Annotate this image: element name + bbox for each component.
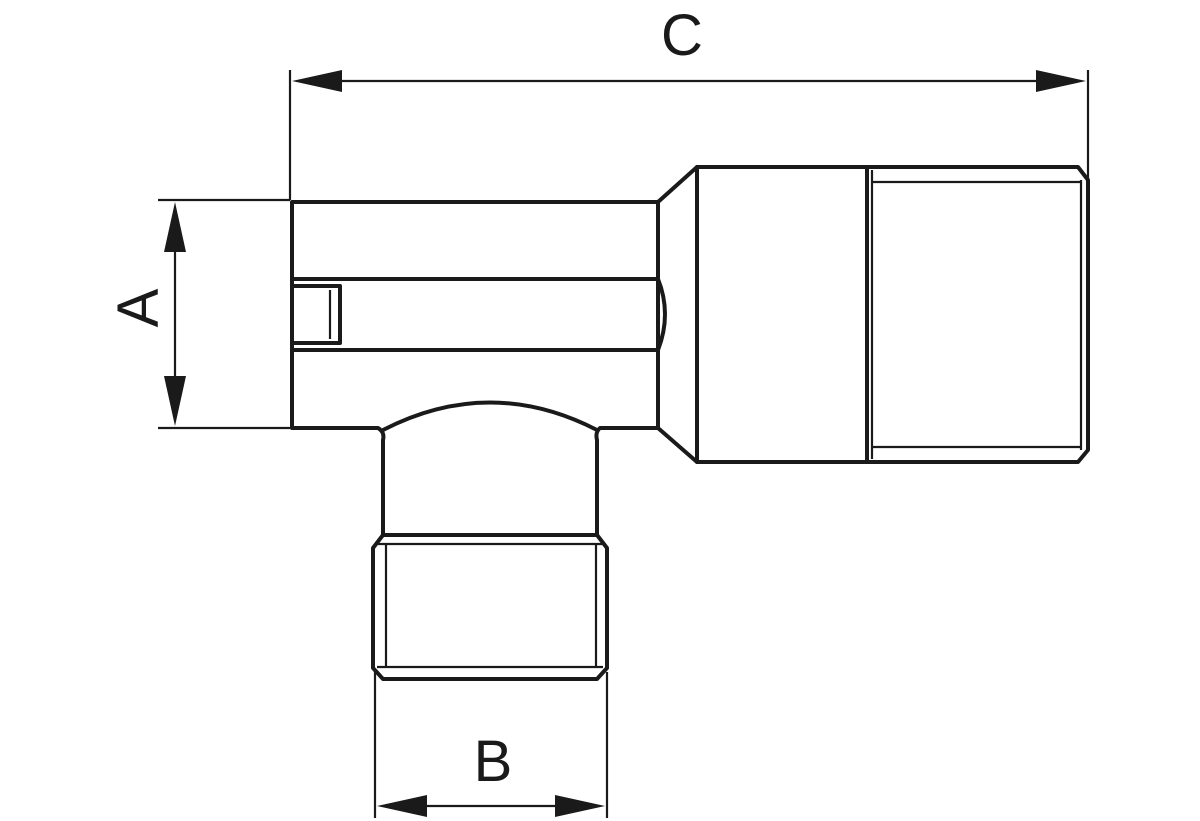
dim-c-arrow-right — [1036, 70, 1086, 92]
union-nut — [695, 165, 869, 464]
body-outline — [290, 165, 699, 537]
right-thread-outline — [865, 165, 1090, 464]
dim-b-arrow-right — [555, 795, 605, 817]
dim-a-arrow-top — [164, 202, 186, 252]
bore-end-curve — [656, 277, 667, 352]
dimension-b: B — [373, 672, 609, 818]
dim-b-label: B — [474, 729, 513, 794]
dim-c-label: C — [661, 3, 703, 68]
fitting-body — [290, 165, 699, 537]
dim-c-arrow-left — [292, 70, 342, 92]
bottom-thread-outline — [371, 533, 609, 681]
bottom-threaded-branch — [371, 533, 609, 681]
dim-b-arrow-left — [377, 795, 427, 817]
branch-saddle-curve — [381, 400, 599, 432]
right-threaded-end — [695, 165, 1090, 464]
dim-a-label: A — [106, 288, 171, 327]
side-port — [290, 284, 342, 345]
dimension-c: C — [288, 3, 1090, 200]
dim-a-arrow-bottom — [164, 376, 186, 426]
dimension-a: A — [106, 198, 290, 430]
